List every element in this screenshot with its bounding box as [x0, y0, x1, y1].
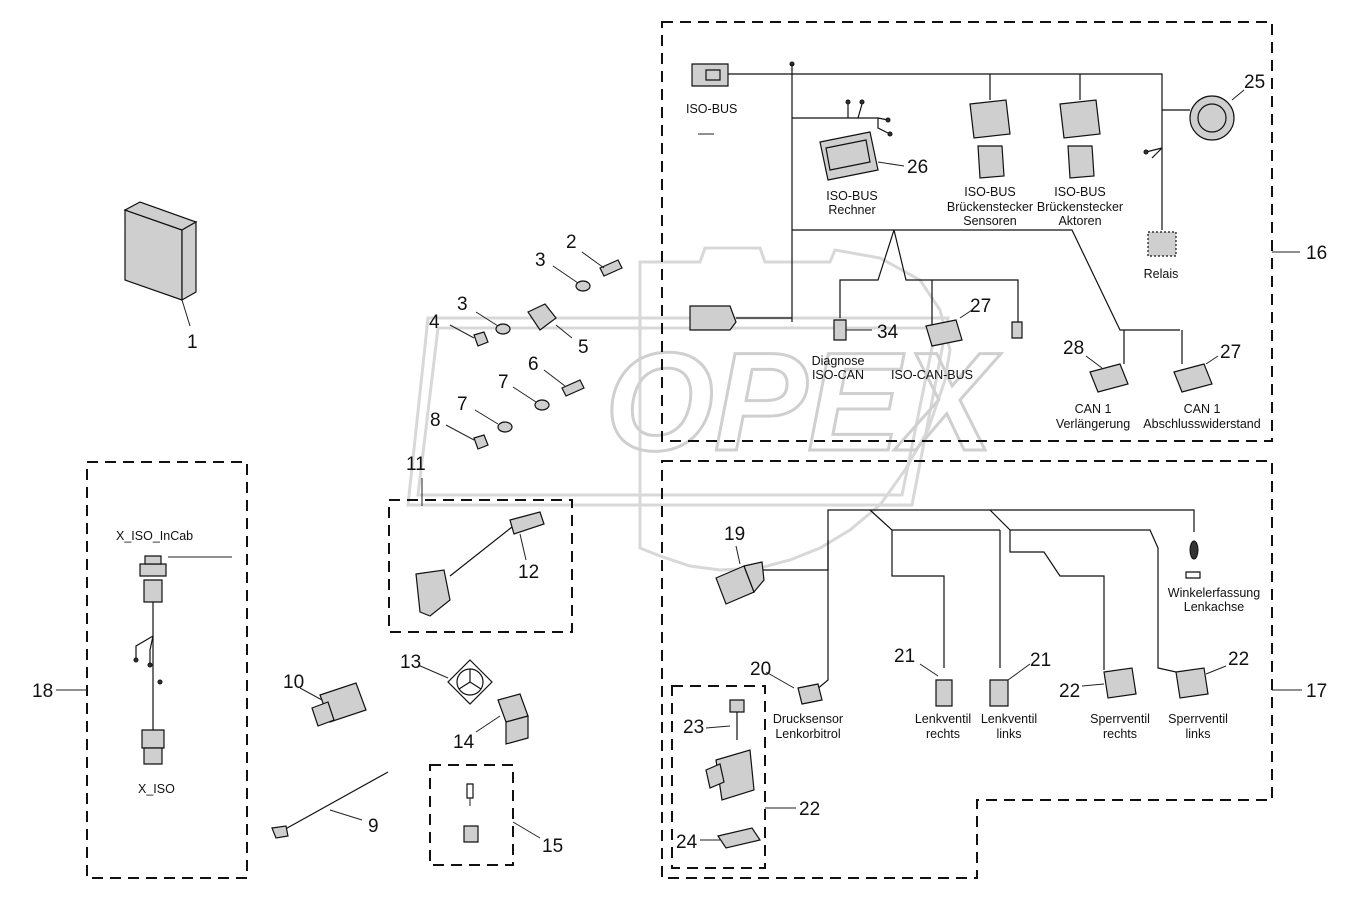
label-sv-links-1: Sperrventil [1168, 712, 1228, 726]
label-x-iso-incab: X_ISO_InCab [116, 529, 193, 543]
label-relais: Relais [1144, 267, 1179, 281]
label-lv-rechts-1: Lenkventil [915, 712, 971, 726]
callout-13: 13 [400, 652, 421, 673]
label-x-iso: X_ISO [138, 782, 175, 796]
callout-27a: 27 [970, 296, 991, 317]
logo-sticker-13 [417, 659, 493, 705]
label-sv-rechts-1: Sperrventil [1090, 712, 1150, 726]
label-diagnose-1: Diagnose [812, 354, 865, 368]
label-druck-1: Drucksensor [773, 712, 843, 726]
callout-1: 1 [187, 332, 198, 353]
frame-17 [661, 460, 1273, 879]
label-aktoren-1: ISO-BUS [1054, 185, 1105, 199]
callout-28: 28 [1063, 338, 1084, 359]
frame-18 [86, 461, 248, 879]
callout-4: 4 [429, 312, 440, 333]
callout-22b: 22 [1228, 649, 1249, 670]
callout-3a: 3 [535, 250, 546, 271]
callout-6: 6 [528, 354, 539, 375]
callout-25: 25 [1244, 72, 1265, 93]
callout-2: 2 [566, 232, 577, 253]
callout-15: 15 [542, 836, 563, 857]
callout-14: 14 [453, 732, 475, 753]
callout-21a: 21 [894, 646, 915, 667]
callout-22c: 22 [799, 799, 820, 820]
watermark-text: OPEX [605, 323, 1002, 480]
label-can1-abschl-2: Abschlusswiderstand [1143, 417, 1260, 431]
callout-11: 11 [406, 454, 426, 475]
callout-10: 10 [283, 672, 304, 693]
label-can1-verl-2: Verlängerung [1056, 417, 1130, 431]
label-lv-links-1: Lenkventil [981, 712, 1037, 726]
angled-cable-plug [415, 478, 545, 617]
callout-21b: 21 [1030, 650, 1051, 671]
callout-22a: 22 [1059, 681, 1080, 702]
frame-15 [429, 764, 514, 866]
frame-11 [388, 499, 573, 633]
callout-7b: 7 [457, 394, 468, 415]
incab-harness [56, 555, 232, 765]
label-iso-bus: ISO-BUS [686, 102, 737, 116]
callout-16: 16 [1306, 243, 1327, 264]
label-druck-2: Lenkorbitrol [775, 727, 840, 741]
label-sensoren-2: Brückenstecker [947, 200, 1033, 214]
label-can1-abschl-1: CAN 1 [1184, 402, 1221, 416]
callout-23: 23 [683, 717, 704, 738]
callout-27b: 27 [1220, 342, 1241, 363]
label-rechner-1: ISO-BUS [826, 189, 877, 203]
frame-16 [661, 21, 1273, 442]
control-box-icon [123, 201, 198, 327]
label-aktoren-2: Brückenstecker [1037, 200, 1123, 214]
label-rechner-2: Rechner [828, 203, 875, 217]
callout-18: 18 [32, 681, 53, 702]
label-sv-rechts-2: rechts [1103, 727, 1137, 741]
callout-24: 24 [676, 832, 698, 853]
callout-7a: 7 [498, 372, 509, 393]
callout-5: 5 [578, 337, 589, 358]
connector-10 [299, 682, 367, 727]
label-winkel-1: Winkelerfassung [1168, 586, 1260, 600]
label-winkel-2: Lenkachse [1184, 600, 1245, 614]
callout-20: 20 [750, 659, 771, 680]
callout-9: 9 [368, 816, 379, 837]
watermark-logo: OPEX [406, 246, 1003, 572]
label-sv-links-2: links [1185, 727, 1210, 741]
callout-26: 26 [907, 157, 928, 178]
label-aktoren-3: Aktoren [1058, 214, 1101, 228]
callout-8: 8 [430, 410, 441, 431]
label-can1-verl-1: CAN 1 [1075, 402, 1112, 416]
label-iso-can-bus: ISO-CAN-BUS [891, 368, 973, 382]
isobus-harness [689, 61, 1300, 393]
label-lv-rechts-2: rechts [926, 727, 960, 741]
switch-14 [475, 693, 529, 745]
hardware-screws [445, 251, 623, 450]
steering-harness [700, 509, 1302, 849]
callout-34: 34 [877, 322, 899, 343]
callout-17: 17 [1306, 681, 1327, 702]
frame-22-sub [671, 685, 766, 869]
label-diagnose-2: ISO-CAN [812, 368, 864, 382]
label-lv-links-2: links [996, 727, 1021, 741]
callout-12: 12 [518, 562, 539, 583]
cable-tie [271, 771, 389, 839]
label-sensoren-1: ISO-BUS [964, 185, 1015, 199]
callout-3b: 3 [457, 294, 468, 315]
fuse-relay-15 [463, 783, 541, 843]
label-sensoren-3: Sensoren [963, 214, 1017, 228]
callout-19: 19 [724, 524, 745, 545]
